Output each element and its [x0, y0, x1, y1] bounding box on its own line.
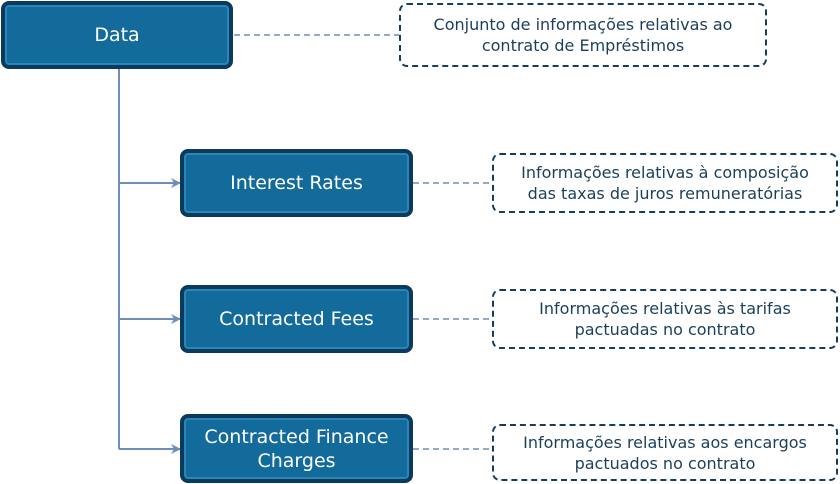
note-interest-rates-text: Informações relativas à composição das t…: [521, 163, 809, 203]
node-contracted-finance-charges: Contracted Finance Charges: [180, 414, 413, 483]
note-contracted-finance-charges-text: Informações relativas aos encargos pactu…: [523, 432, 807, 473]
node-interest-rates: Interest Rates: [180, 149, 413, 217]
node-data-label: Data: [94, 24, 140, 46]
node-contracted-finance-charges-label: Contracted Finance Charges: [204, 425, 389, 472]
node-contracted-fees: Contracted Fees: [180, 285, 413, 353]
node-data: Data: [1, 1, 233, 69]
note-data-text: Conjunto de informações relativas ao con…: [433, 15, 733, 55]
note-data: Conjunto de informações relativas ao con…: [399, 3, 767, 67]
node-contracted-fees-label: Contracted Fees: [219, 308, 374, 330]
note-contracted-fees-text: Informações relativas às tarifas pactuad…: [539, 299, 791, 339]
node-interest-rates-label: Interest Rates: [230, 172, 363, 194]
note-contracted-fees: Informações relativas às tarifas pactuad…: [492, 289, 838, 349]
note-contracted-finance-charges: Informações relativas aos encargos pactu…: [492, 424, 838, 481]
note-interest-rates: Informações relativas à composição das t…: [492, 153, 838, 213]
